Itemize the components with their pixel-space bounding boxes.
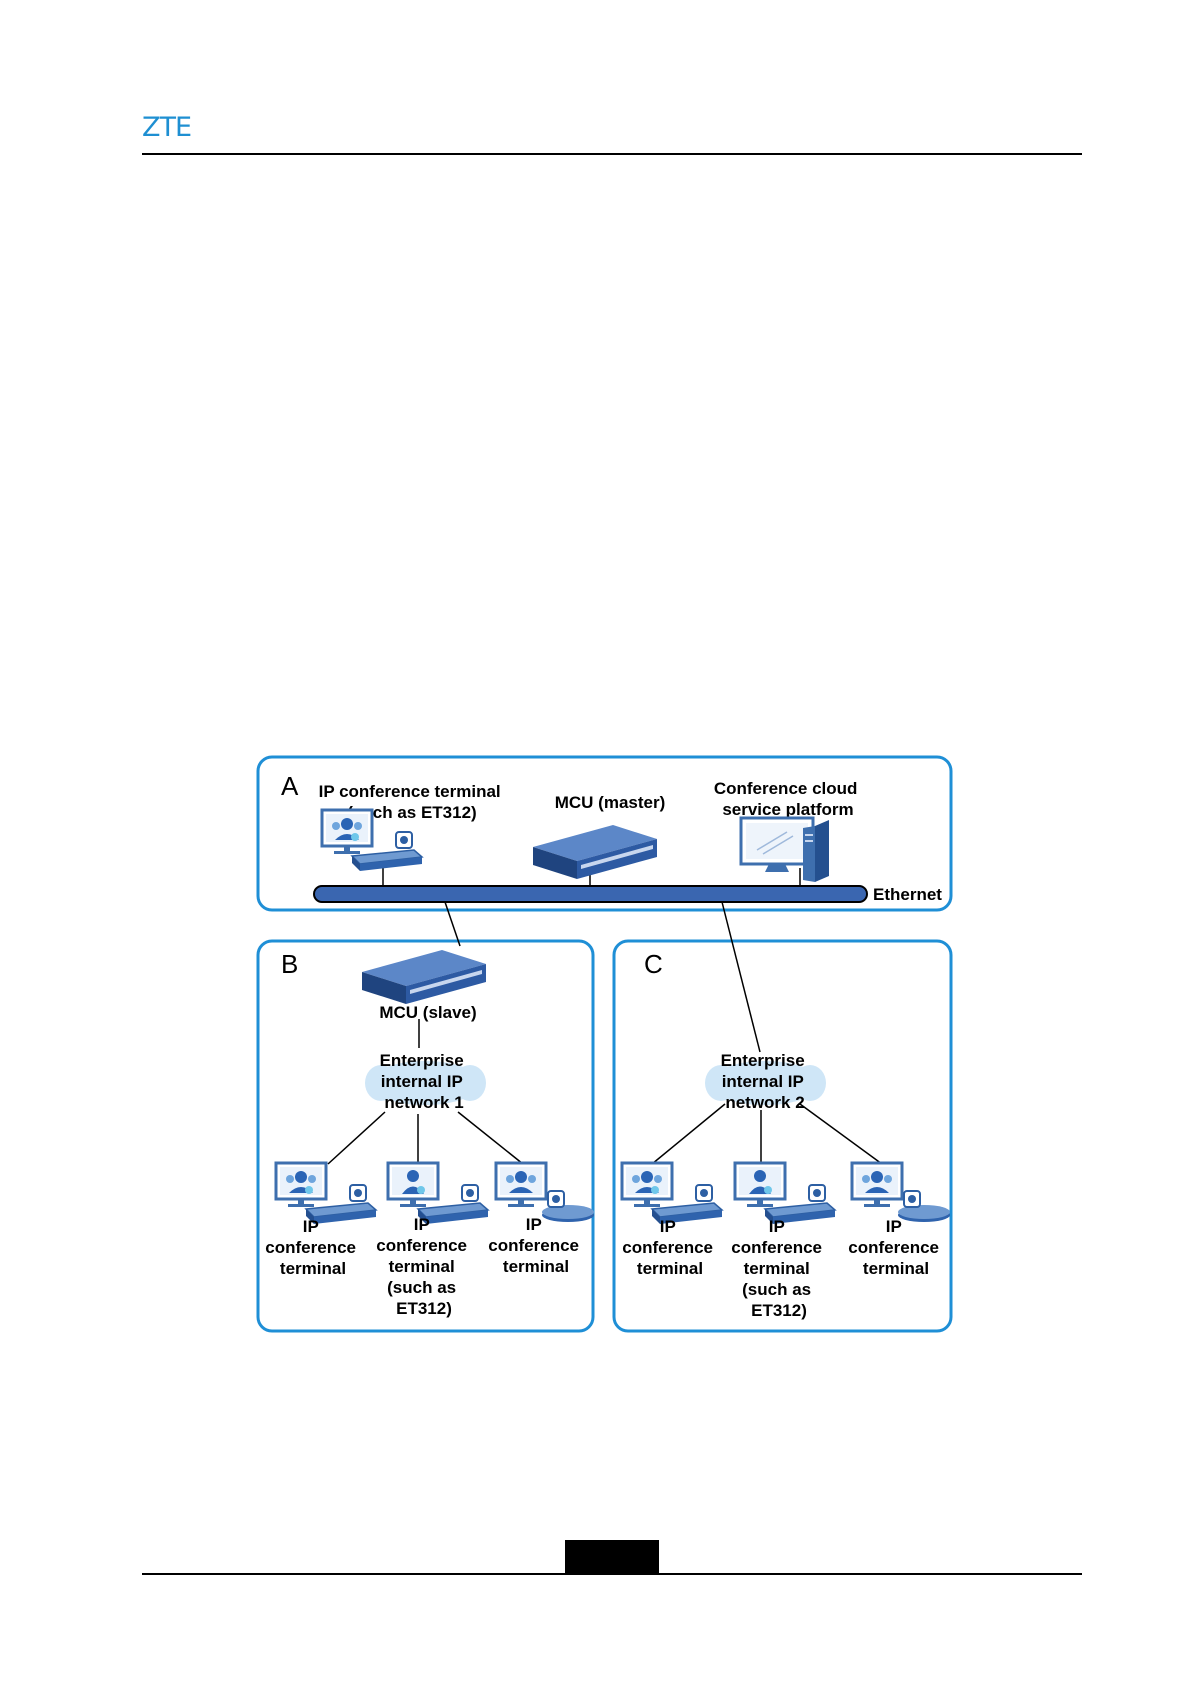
area-c-terminal-1-icon <box>620 1161 724 1226</box>
ethernet-label: Ethernet <box>873 885 942 904</box>
area-a-box <box>256 755 953 912</box>
area-b-terminal-1-icon <box>274 1161 378 1226</box>
area-c-terminal-1-label: IP conference terminal <box>622 1217 717 1278</box>
header-rule <box>142 153 1082 155</box>
mcu-slave-label: MCU (slave) <box>379 1003 476 1022</box>
mcu-slave-icon <box>362 950 486 1004</box>
zte-logo: ZTE <box>142 112 192 143</box>
network-1-label: Enterprise internal IP network 1 <box>380 1051 469 1112</box>
area-b-box <box>256 939 595 1333</box>
mcu-master-icon <box>533 825 657 879</box>
area-c-terminal-2-icon <box>733 1161 837 1226</box>
area-c-terminal-3-label: IP conference terminal <box>848 1217 943 1278</box>
footer-rule <box>142 1573 1082 1575</box>
network-1-cloud <box>369 1061 481 1105</box>
area-b-letter: B <box>281 949 298 979</box>
area-c-terminal-2-label: IP conference terminal (such as ET312) <box>731 1217 826 1320</box>
area-a-letter: A <box>281 771 299 801</box>
connection-lines <box>327 868 883 1165</box>
area-b-terminal-3-icon <box>494 1161 596 1224</box>
area-b-terminal-2-icon <box>386 1161 490 1226</box>
area-c-letter: C <box>644 949 663 979</box>
area-c-terminal-3-icon <box>850 1161 952 1224</box>
ethernet-bus <box>313 885 868 903</box>
page-number-tab <box>565 1540 659 1574</box>
area-c-box <box>612 939 953 1333</box>
mcu-master-label: MCU (master) <box>555 793 666 812</box>
area-b-terminal-1-label: IP conference terminal <box>265 1217 360 1278</box>
cloud-server-icon <box>739 816 831 884</box>
network-2-cloud <box>709 1061 821 1105</box>
network-2-cloud-lobe <box>794 1065 826 1101</box>
network-2-label: Enterprise internal IP network 2 <box>721 1051 810 1112</box>
network-1-cloud-lobe <box>365 1065 397 1101</box>
network-1-cloud-lobe <box>454 1065 486 1101</box>
area-b-terminal-2-label: IP conference terminal (such as ET312) <box>376 1215 471 1318</box>
area-a-terminal-label: IP conference terminal (such as ET312) <box>319 782 506 822</box>
network-2-cloud-lobe <box>705 1065 737 1101</box>
area-b-terminal-3-label: IP conference terminal <box>488 1215 583 1276</box>
cloud-platform-label: Conference cloud service platform <box>714 779 862 819</box>
